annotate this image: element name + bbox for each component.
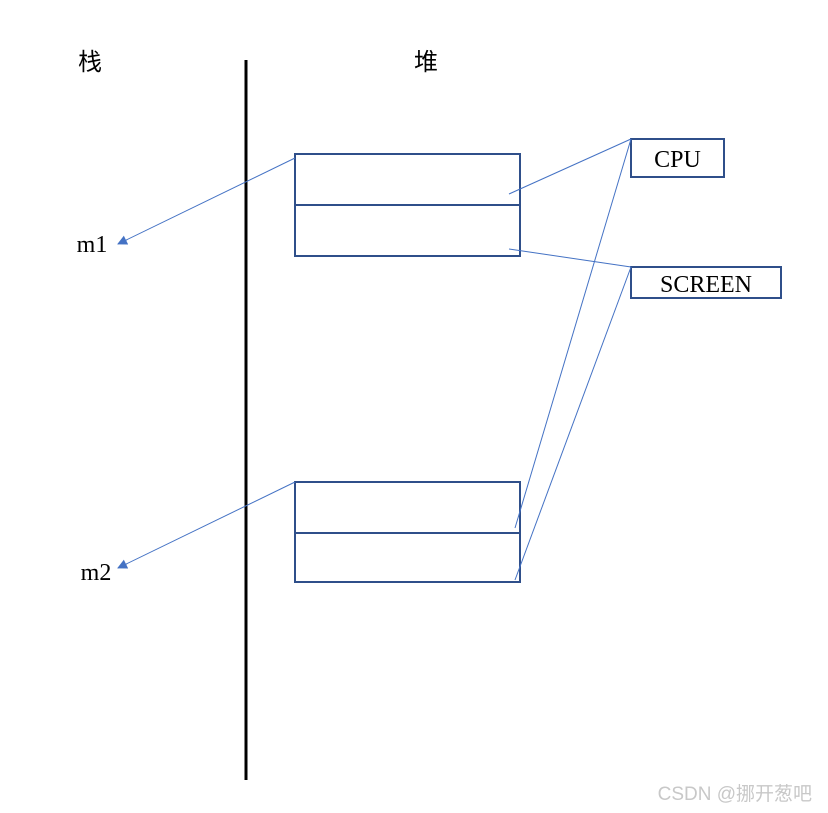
object2-cpu-link [514, 138, 632, 529]
cpu-object-box: CPU [630, 138, 725, 178]
screen-object-box: SCREEN [630, 266, 782, 299]
stack-heading: 栈 [78, 48, 102, 76]
screen-object-label: SCREEN [660, 272, 752, 298]
heap-object-1-screen-field [294, 204, 521, 257]
heap-object-2 [294, 481, 521, 583]
object2-screen-link [514, 266, 632, 581]
heap-object-1 [294, 153, 521, 257]
cpu-object-label: CPU [654, 147, 701, 173]
csdn-watermark: CSDN @挪开葱吧 [658, 783, 812, 805]
m1-reference-arrow [117, 157, 296, 245]
stack-var-m2: m2 [81, 560, 112, 586]
heap-heading: 堆 [414, 48, 438, 76]
heap-object-2-screen-field [294, 532, 521, 583]
m2-reference-arrow [117, 481, 296, 569]
heap-object-1-cpu-field [294, 153, 521, 206]
heap-object-2-cpu-field [294, 481, 521, 534]
object1-screen-link [508, 248, 632, 268]
object1-cpu-link [508, 138, 632, 195]
stack-var-m1: m1 [77, 232, 108, 258]
